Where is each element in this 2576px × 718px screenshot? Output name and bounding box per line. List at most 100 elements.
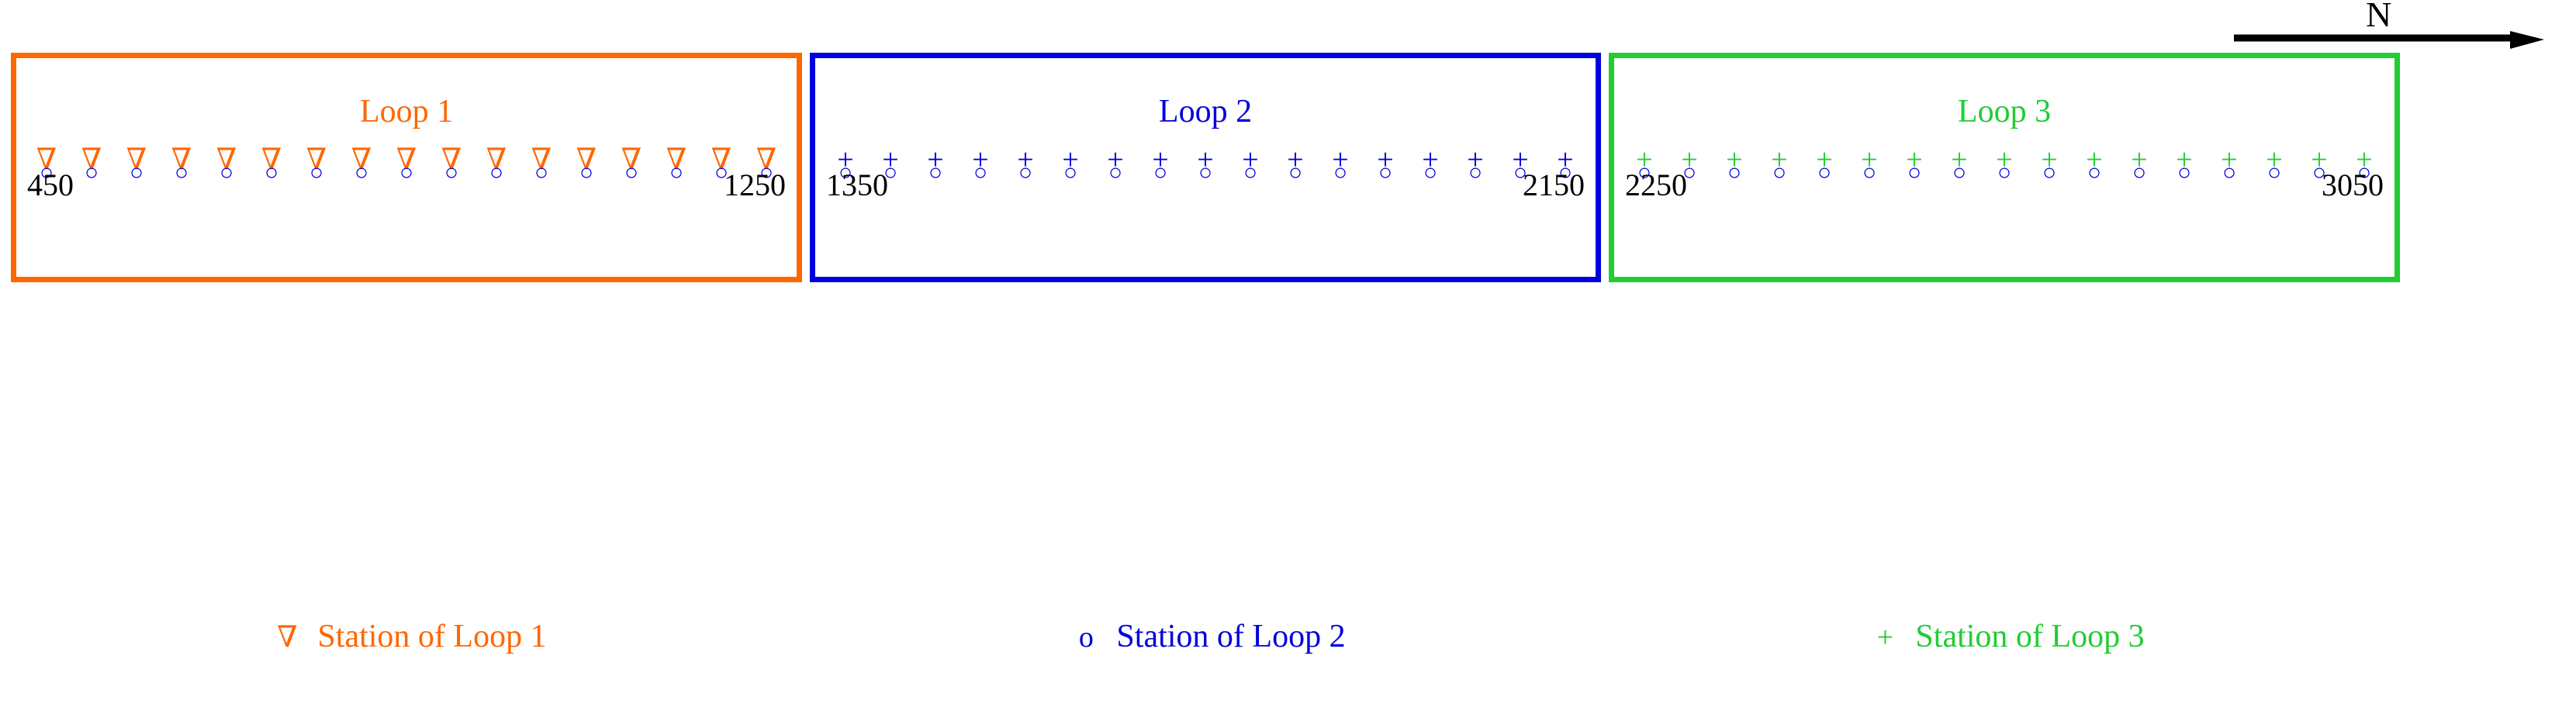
station-marker[interactable]: ∇○ — [620, 143, 643, 193]
distance-label-end-loop2: 2150 — [1523, 167, 1585, 202]
station-marker[interactable]: ∇○ — [350, 145, 373, 193]
circle-icon: ○ — [1637, 160, 1652, 185]
station-marker[interactable]: +○ — [1678, 145, 1701, 193]
station-marker[interactable]: ∇○ — [35, 145, 58, 193]
circle-icon: ○ — [2042, 160, 2057, 185]
circle-icon: ○ — [444, 160, 459, 185]
station-marker[interactable]: ∇○ — [575, 143, 598, 193]
station-marker[interactable]: +○ — [1374, 145, 1397, 193]
station-marker[interactable]: ∇○ — [710, 145, 733, 193]
station-marker[interactable]: +○ — [1014, 143, 1037, 193]
station-marker[interactable]: +○ — [2128, 145, 2151, 193]
circle-icon: ○ — [1862, 160, 1877, 185]
station-marker[interactable]: ∇○ — [755, 145, 778, 193]
plus-icon: + — [882, 143, 899, 176]
down-triangle-icon: ∇ — [171, 143, 192, 176]
station-marker[interactable]: +○ — [2218, 145, 2241, 193]
down-triangle-icon: ∇ — [396, 143, 417, 176]
circle-icon: ○ — [219, 160, 234, 185]
down-triangle-icon: ∇ — [306, 143, 327, 176]
plus-icon: + — [1951, 143, 1968, 176]
circle-icon: ○ — [2177, 160, 2192, 185]
station-marker[interactable]: +○ — [1239, 143, 1262, 193]
station-marker[interactable]: ∇○ — [440, 145, 463, 193]
station-marker[interactable]: +○ — [1633, 145, 1656, 193]
station-marker[interactable]: +○ — [1104, 143, 1127, 193]
circle-icon: ○ — [534, 160, 549, 185]
circle-icon: ○ — [2356, 160, 2372, 185]
loop-box-loop1[interactable]: Loop 1 ∇○∇○∇○∇○∇○∇○∇○∇○∇○∇○∇○∇○∇○∇○∇○∇○∇… — [11, 53, 802, 282]
station-marker[interactable]: +○ — [2038, 145, 2061, 193]
circle-icon: ○ — [129, 160, 144, 185]
station-marker[interactable]: ∇○ — [305, 143, 328, 193]
station-marker[interactable]: +○ — [1419, 145, 1442, 193]
station-marker[interactable]: ∇○ — [485, 145, 508, 193]
loop-box-loop2[interactable]: Loop 2 +○+○+○+○+○+○+○+○+○+○+○+○+○+○+○+○+… — [810, 53, 1601, 282]
station-marker[interactable]: +○ — [2083, 143, 2106, 193]
station-marker[interactable]: ∇○ — [125, 145, 148, 193]
loop-box-loop3[interactable]: Loop 3 +○+○+○+○+○+○+○+○+○+○+○+○+○+○+○+○+… — [1609, 53, 2400, 282]
circle-icon: ○ — [1817, 160, 1832, 185]
station-marker[interactable]: +○ — [2173, 145, 2196, 193]
circle-icon: ○ — [264, 160, 279, 185]
station-marker[interactable]: ∇○ — [215, 143, 238, 193]
plus-icon: + — [2086, 143, 2103, 176]
plus-icon: + — [1726, 143, 1743, 176]
plus-icon: + — [1816, 143, 1833, 176]
legend-item-loop1: ∇ Station of Loop 1 — [11, 620, 810, 675]
station-marker[interactable]: ∇○ — [395, 143, 418, 193]
station-marker[interactable]: +○ — [1149, 145, 1172, 193]
station-strip-loop1: ∇○∇○∇○∇○∇○∇○∇○∇○∇○∇○∇○∇○∇○∇○∇○∇○∇○ — [35, 143, 778, 193]
station-marker[interactable]: +○ — [1284, 145, 1307, 193]
station-strip-loop3: +○+○+○+○+○+○+○+○+○+○+○+○+○+○+○+○+○ — [1633, 143, 2376, 193]
circle-icon: ○ — [1108, 160, 1123, 185]
station-marker[interactable]: +○ — [1948, 143, 1971, 193]
north-arrow-icon — [2234, 31, 2544, 49]
station-marker[interactable]: ∇○ — [260, 143, 283, 193]
station-marker[interactable]: ∇○ — [665, 145, 688, 193]
station-marker[interactable]: +○ — [1768, 145, 1791, 193]
station-marker[interactable]: +○ — [1723, 143, 1746, 193]
plus-icon: + — [1017, 143, 1034, 176]
station-marker[interactable]: +○ — [1813, 143, 1836, 193]
circle-icon: ○ — [669, 160, 684, 185]
station-marker[interactable]: +○ — [1903, 143, 1926, 193]
station-marker[interactable]: +○ — [1554, 145, 1577, 193]
station-marker[interactable]: +○ — [1329, 145, 1352, 193]
station-marker[interactable]: +○ — [1059, 145, 1082, 193]
station-marker[interactable]: +○ — [1464, 145, 1487, 193]
down-triangle-icon: ∇ — [81, 143, 102, 176]
plus-icon: + — [1906, 143, 1923, 176]
down-triangle-icon: ∇ — [576, 143, 597, 176]
circle-icon: ○ — [1198, 160, 1213, 185]
circle-icon: ○ — [714, 160, 729, 185]
station-marker[interactable]: +○ — [969, 145, 992, 193]
station-marker[interactable]: +○ — [1509, 145, 1532, 193]
circle-icon: ○ — [624, 160, 639, 185]
station-marker[interactable]: +○ — [924, 145, 947, 193]
station-marker[interactable]: +○ — [1993, 145, 2016, 193]
station-marker[interactable]: ∇○ — [530, 145, 553, 193]
station-marker[interactable]: +○ — [879, 143, 902, 193]
station-marker[interactable]: +○ — [2308, 145, 2331, 193]
station-strip-loop2: +○+○+○+○+○+○+○+○+○+○+○+○+○+○+○+○+○ — [834, 143, 1577, 193]
station-marker[interactable]: ∇○ — [170, 143, 193, 193]
north-label: N — [2366, 0, 2392, 34]
down-triangle-icon: ∇ — [261, 143, 282, 176]
distance-label-start-loop1: 450 — [27, 167, 74, 202]
plus-icon: + — [1197, 143, 1214, 176]
circle-icon: ○ — [2132, 160, 2147, 185]
legend-item-loop2: o Station of Loop 2 — [810, 620, 1609, 675]
down-triangle-icon: ∇ — [621, 143, 642, 176]
station-marker[interactable]: +○ — [1194, 143, 1217, 193]
station-marker[interactable]: +○ — [2353, 145, 2376, 193]
station-marker[interactable]: +○ — [2263, 145, 2286, 193]
plus-icon: + — [1242, 143, 1259, 176]
down-triangle-icon: ∇ — [216, 143, 237, 176]
station-marker[interactable]: +○ — [1858, 145, 1881, 193]
distance-label-end-loop1: 1250 — [724, 167, 786, 202]
plus-icon: + — [1107, 143, 1124, 176]
down-triangle-icon: ∇ — [277, 621, 298, 654]
station-marker[interactable]: ∇○ — [80, 143, 103, 193]
station-marker[interactable]: +○ — [834, 145, 857, 193]
